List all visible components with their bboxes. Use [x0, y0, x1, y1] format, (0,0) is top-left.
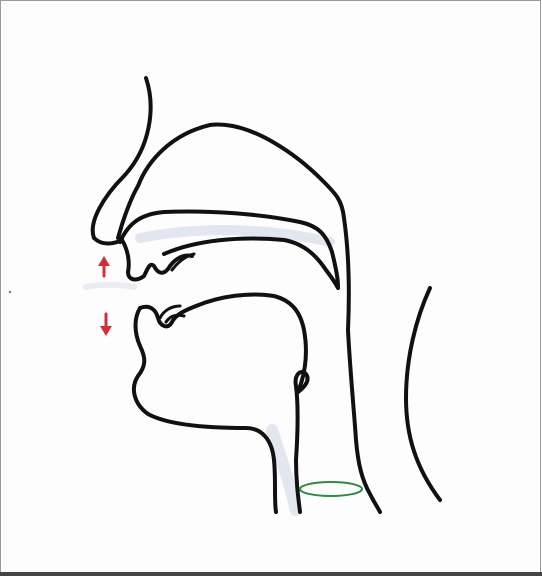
jaw-throat-outline	[134, 308, 276, 512]
lip-airflow-shading	[86, 285, 134, 287]
neck-back-outline	[406, 288, 440, 500]
arrow-up-icon	[98, 256, 110, 276]
tongue-outline	[140, 294, 306, 392]
page-bottom-edge	[0, 572, 542, 576]
velum-outline	[164, 239, 338, 288]
arrow-down-icon	[100, 314, 112, 336]
vocal-folds-icon	[300, 482, 362, 496]
stray-mark	[9, 291, 11, 293]
